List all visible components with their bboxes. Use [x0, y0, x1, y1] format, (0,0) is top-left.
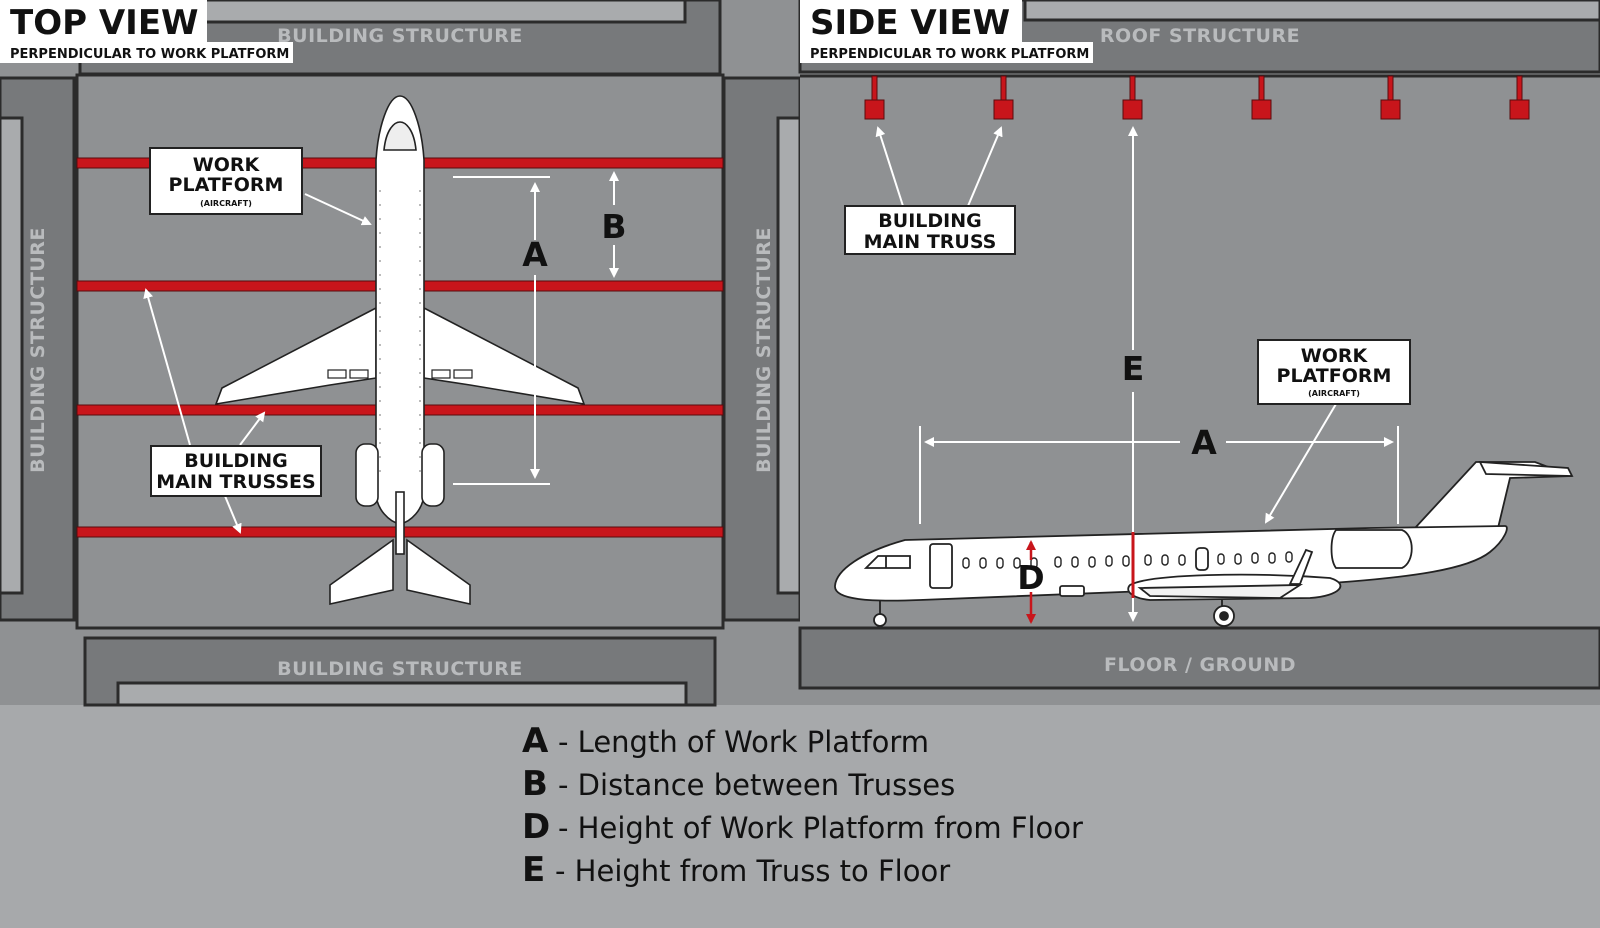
top-wp-note: (AIRCRAFT): [200, 199, 252, 208]
legend-text-d: - Height of Work Platform from Floor: [558, 811, 1083, 845]
top-work-platform-callout: WORK PLATFORM (AIRCRAFT): [149, 147, 372, 226]
side-truss-arrow-1: [875, 126, 904, 207]
legend-item-d: D - Height of Work Platform from Floor: [522, 807, 1083, 847]
legend-letter-e: E: [522, 850, 545, 890]
side-dim-a-letter: A: [1191, 423, 1217, 462]
legend-letter-a: A: [522, 721, 549, 761]
side-view-title: SIDE VIEW: [810, 3, 1010, 43]
top-wp-line2: PLATFORM: [169, 174, 284, 196]
legend-item-e: E - Height from Truss to Floor: [522, 850, 950, 890]
top-structure-bottom: BUILDING STRUCTURE: [83, 636, 717, 707]
legend-item-a: A - Length of Work Platform: [522, 721, 929, 761]
side-view-title-block: SIDE VIEW PERPENDICULAR TO WORK PLATFORM: [800, 0, 1093, 63]
trusses-arrow-3: [224, 495, 242, 534]
side-wp-line1: WORK: [1301, 345, 1369, 367]
legend-text-a: - Length of Work Platform: [558, 725, 929, 759]
side-floor-label: FLOOR / GROUND: [1104, 654, 1296, 676]
legend-text-b: - Distance between Trusses: [558, 768, 955, 802]
top-structure-right: BUILDING STRUCTURE: [722, 76, 802, 622]
top-structure-left-label: BUILDING STRUCTURE: [27, 227, 49, 473]
side-dim-d-letter: D: [1017, 558, 1044, 597]
legend-item-b: B - Distance between Trusses: [522, 764, 955, 804]
truss-point-2: [993, 99, 1014, 120]
side-wp-arrow: [1264, 403, 1337, 524]
truss-point-4: [1251, 99, 1272, 120]
top-bay-frame: [75, 73, 725, 630]
side-view-panel: ROOF STRUCTURE FLOOR / GROUND BUILDING M…: [798, 0, 1600, 705]
top-view-title-block: TOP VIEW PERPENDICULAR TO WORK PLATFORM: [0, 0, 293, 63]
truss-point-1: [864, 99, 885, 120]
side-truss-points: [864, 75, 1530, 120]
trusses-arrow-1: [143, 288, 191, 446]
side-dim-e-letter: E: [1122, 349, 1145, 388]
top-view-panel: BUILDING STRUCTURE BUILDING STRUCTURE BU…: [0, 0, 802, 707]
top-wp-line1: WORK: [193, 154, 261, 176]
top-structure-top-label: BUILDING STRUCTURE: [277, 25, 523, 47]
side-floor: FLOOR / GROUND: [798, 626, 1600, 690]
top-dim-a-letter: A: [522, 235, 548, 274]
top-view-title: TOP VIEW: [10, 3, 199, 43]
aircraft-top-view: [214, 95, 586, 605]
legend-letter-b: B: [522, 764, 548, 804]
side-wp-note: (AIRCRAFT): [1308, 389, 1360, 398]
side-truss-line1: BUILDING: [878, 210, 981, 232]
truss-point-3: [1122, 99, 1143, 120]
top-trusses-line1: BUILDING: [184, 450, 287, 472]
top-structure-left: BUILDING STRUCTURE: [0, 76, 76, 622]
trusses-arrow-2: [239, 411, 266, 446]
legend-text-e: - Height from Truss to Floor: [555, 854, 950, 888]
side-wp-line2: PLATFORM: [1277, 365, 1392, 387]
truss-point-6: [1509, 99, 1530, 120]
legend: A - Length of Work Platform B - Distance…: [522, 721, 1083, 890]
side-roof-label: ROOF STRUCTURE: [1100, 25, 1300, 47]
top-trusses-callout: BUILDING MAIN TRUSSES: [143, 288, 322, 534]
top-structure-right-label: BUILDING STRUCTURE: [753, 227, 775, 473]
truss-point-5: [1380, 99, 1401, 120]
legend-letter-d: D: [522, 807, 550, 847]
side-truss-arrow-2: [967, 126, 1003, 207]
side-truss-callout: BUILDING MAIN TRUSS: [844, 126, 1016, 255]
top-dimension-a: [453, 176, 550, 485]
aircraft-side-view: [834, 460, 1574, 627]
top-wp-arrow: [304, 193, 372, 226]
top-structure-bottom-label: BUILDING STRUCTURE: [277, 658, 523, 680]
side-work-platform-callout: WORK PLATFORM (AIRCRAFT): [1257, 339, 1411, 524]
top-trusses-line2: MAIN TRUSSES: [156, 471, 315, 493]
top-view-subtitle: PERPENDICULAR TO WORK PLATFORM: [10, 47, 289, 62]
top-dim-b-letter: B: [601, 207, 626, 246]
side-dimension-a: [919, 426, 1399, 524]
side-view-subtitle: PERPENDICULAR TO WORK PLATFORM: [810, 47, 1089, 62]
side-truss-line2: MAIN TRUSS: [864, 231, 997, 253]
